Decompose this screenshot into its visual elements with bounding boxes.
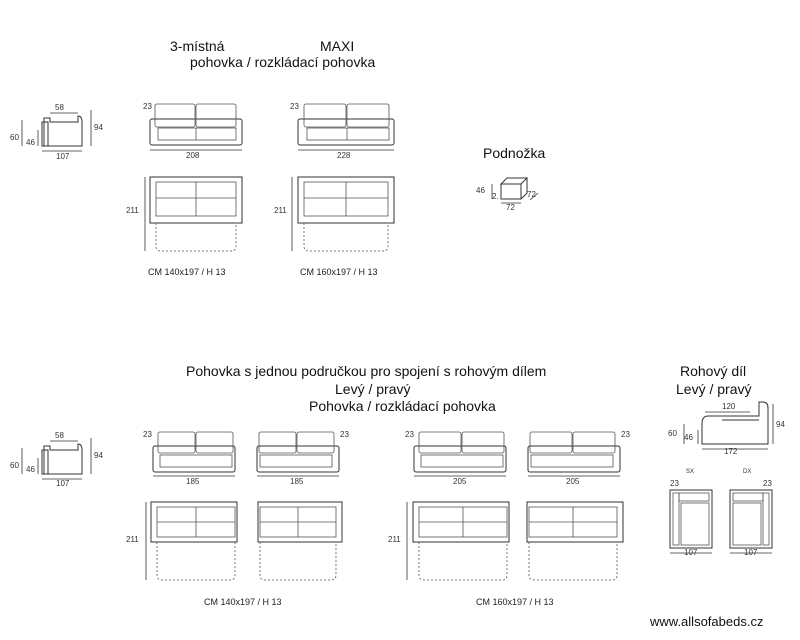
sofa-b-width: 228 xyxy=(337,151,351,160)
sofa-1-back: 23 xyxy=(143,430,152,439)
bottom-subtitle-sofa-bed: Pohovka / rozkládací pohovka xyxy=(309,398,496,414)
top-side-seat-depth: 58 xyxy=(55,103,64,112)
sofa-a-back: 23 xyxy=(143,102,152,111)
sofa-1-bed-plan xyxy=(145,501,238,581)
sofa-4-back: 23 xyxy=(621,430,630,439)
corner-side-view xyxy=(683,401,774,450)
sofa-1-front-view xyxy=(152,431,236,477)
sofa-4-bed-plan xyxy=(526,501,624,581)
side-profile-bottom xyxy=(21,438,92,480)
footstool-drawing xyxy=(491,177,539,204)
sofa-b-mattress: CM 160x197 / H 13 xyxy=(300,267,378,277)
sofa-a-front-view xyxy=(149,103,243,151)
sofa-2-bed-plan xyxy=(257,501,343,581)
bottom-title: Pohovka s jednou područkou pro spojení s… xyxy=(186,363,547,379)
footstool-height: 46 xyxy=(476,186,485,195)
corner-left-back: 23 xyxy=(670,479,679,488)
bottom-bed-length-b: 211 xyxy=(388,535,401,544)
sofa-a-bed-length: 211 xyxy=(126,206,139,215)
corner-plan-sx xyxy=(669,489,713,554)
corner-left-depth: 107 xyxy=(684,548,698,557)
sofa-2-front-view xyxy=(256,431,340,477)
bottom-mattress-a: CM 140x197 / H 13 xyxy=(204,597,282,607)
bottom-mattress-b: CM 160x197 / H 13 xyxy=(476,597,554,607)
bottom-bed-length-a: 211 xyxy=(126,535,139,544)
corner-inner-width: 120 xyxy=(722,402,736,411)
top-subtitle: pohovka / rozkládací pohovka xyxy=(190,54,376,70)
sofa-b-back: 23 xyxy=(290,102,299,111)
bottom-subtitle-left-right: Levý / pravý xyxy=(335,381,411,397)
corner-right-back: 23 xyxy=(763,479,772,488)
side-profile-top xyxy=(21,110,92,152)
top-side-arm-height: 60 xyxy=(10,133,19,142)
sofa-2-back: 23 xyxy=(340,430,349,439)
sofa-a-mattress: CM 140x197 / H 13 xyxy=(148,267,226,277)
top-side-height: 94 xyxy=(94,123,103,132)
corner-arm-height: 60 xyxy=(668,429,677,438)
footstool-width: 72 xyxy=(506,203,515,212)
footstool-length: 72 xyxy=(527,190,536,199)
bottom-side-arm-height: 60 xyxy=(10,461,19,470)
footstool-depth-label: 2. xyxy=(492,192,499,201)
corner-label-sx: SX xyxy=(686,469,695,475)
top-side-depth: 107 xyxy=(56,152,70,161)
sofa-4-width: 205 xyxy=(566,477,580,486)
corner-label-dx: DX xyxy=(743,469,752,475)
top-title-3-seater: 3-místná xyxy=(170,38,225,54)
corner-right-depth: 107 xyxy=(744,548,758,557)
corner-plan-dx xyxy=(729,489,773,554)
footstool-title: Podnožka xyxy=(483,145,546,161)
sofa-a-bed-plan xyxy=(144,176,243,252)
sofa-1-width: 185 xyxy=(186,477,200,486)
sofa-b-bed-length: 211 xyxy=(274,206,287,215)
corner-seat-height: 46 xyxy=(684,433,693,442)
corner-height: 94 xyxy=(776,420,785,429)
bottom-side-depth: 107 xyxy=(56,479,70,488)
corner-total-width: 172 xyxy=(724,447,738,456)
sofa-a-width: 208 xyxy=(186,151,200,160)
bottom-side-seat-depth: 58 xyxy=(55,431,64,440)
top-title-maxi: MAXI xyxy=(320,38,355,54)
website-watermark: www.allsofabeds.cz xyxy=(650,614,764,629)
sofa-3-width: 205 xyxy=(453,477,467,486)
sofa-4-front-view xyxy=(527,431,621,477)
sofa-3-bed-plan xyxy=(406,501,510,581)
sofa-b-front-view xyxy=(297,103,395,151)
corner-subtitle: Levý / pravý xyxy=(676,381,752,397)
sofa-3-back: 23 xyxy=(405,430,414,439)
sofa-b-bed-plan xyxy=(291,176,395,252)
top-side-seat-height: 46 xyxy=(26,138,35,147)
sofa-3-front-view xyxy=(413,431,507,477)
bottom-side-height: 94 xyxy=(94,451,103,460)
corner-title: Rohový díl xyxy=(680,363,747,379)
bottom-side-seat-height: 46 xyxy=(26,465,35,474)
sofa-2-width: 185 xyxy=(290,477,304,486)
